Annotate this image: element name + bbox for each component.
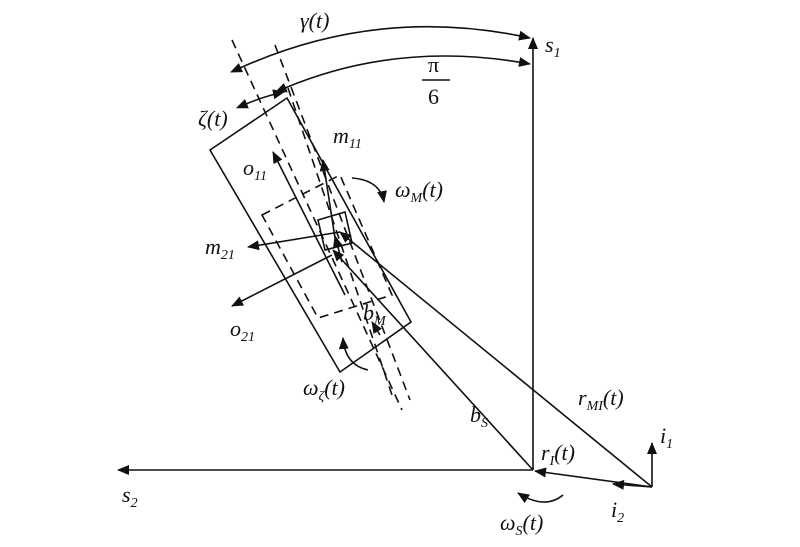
body-rectangle [208, 96, 413, 374]
i1-label: i1 [660, 423, 673, 452]
pi-denominator: 6 [428, 84, 439, 109]
m21-label: m21 [205, 234, 235, 263]
gamma-arc [229, 25, 531, 73]
o21-label: o21 [230, 316, 255, 345]
rI-label: rI(t) [541, 440, 575, 469]
o21-vector [231, 254, 333, 307]
rMI-vector [339, 231, 653, 488]
center-square [317, 210, 353, 251]
reference-line-gamma [231, 39, 403, 411]
m11-label: m11 [333, 123, 362, 152]
m11-vector [319, 159, 336, 239]
bM-label: bM [363, 300, 387, 329]
zeta-label: ζ(t) [198, 106, 228, 131]
o11-vector [272, 151, 346, 296]
omegaZeta-arrow [338, 337, 369, 371]
reference-line-pi6 [274, 44, 411, 401]
m21-vector [247, 231, 341, 251]
omegaM-label: ωM(t) [395, 177, 443, 206]
s2-label: s2 [122, 482, 138, 511]
zeta-arc [235, 89, 285, 109]
i2-label: i2 [611, 497, 624, 526]
omegaS-arrow [517, 492, 564, 504]
bS-vector [332, 249, 534, 471]
omegaS-label: ωS(t) [500, 510, 543, 539]
center-arrow [333, 235, 343, 263]
rMI-label: rMI(t) [578, 385, 624, 414]
body-axis [287, 87, 393, 396]
bS-label: bS [470, 402, 488, 431]
pi-numerator: π [428, 52, 439, 77]
omegaZeta-label: ωζ(t) [303, 375, 345, 404]
o11-label: o11 [243, 155, 267, 184]
bS-mid-arrow [371, 321, 383, 336]
s1-label: s1 [545, 32, 561, 61]
omegaM-arrow [351, 177, 387, 203]
inner-dashed-rectangle [260, 173, 394, 319]
rI-vector [534, 467, 653, 488]
pi6-arc [274, 55, 531, 93]
gamma-label: γ(t) [300, 8, 329, 33]
